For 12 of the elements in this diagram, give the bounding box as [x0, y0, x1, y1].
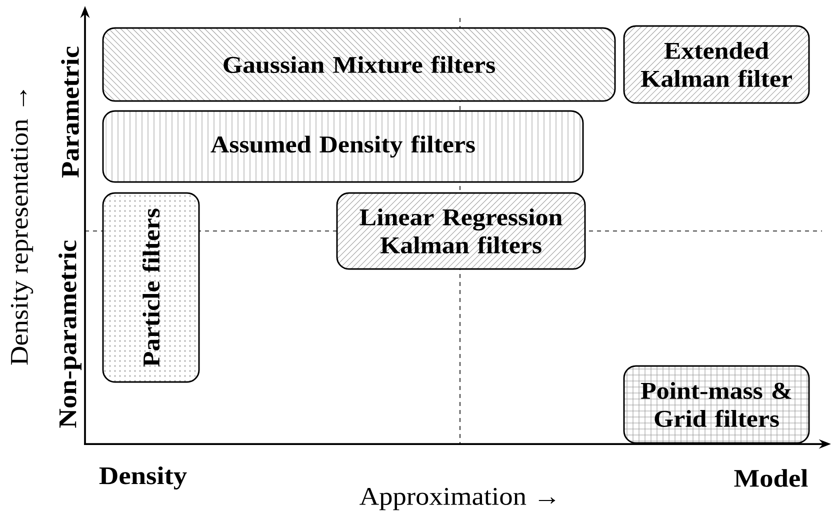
axis-level-label: Parametric [61, 46, 79, 178]
filter-box: Assumed Density filters [102, 110, 584, 183]
filter-box: Extended Kalman filter [623, 25, 810, 104]
axis-level-label: Non-parametric [58, 240, 82, 428]
axis-title: Approximation → [360, 488, 556, 510]
filter-box: Point-mass & Grid filters [623, 365, 810, 444]
filter-box: Particle filters [102, 192, 200, 383]
axis-title: Density representation → [10, 90, 34, 365]
filter-box: Gaussian Mixture filters [102, 27, 616, 102]
filter-box: Linear Regression Kalman filters [336, 192, 586, 270]
axis-level-label: Density [99, 466, 187, 490]
axis-level-label: Model [734, 469, 808, 487]
